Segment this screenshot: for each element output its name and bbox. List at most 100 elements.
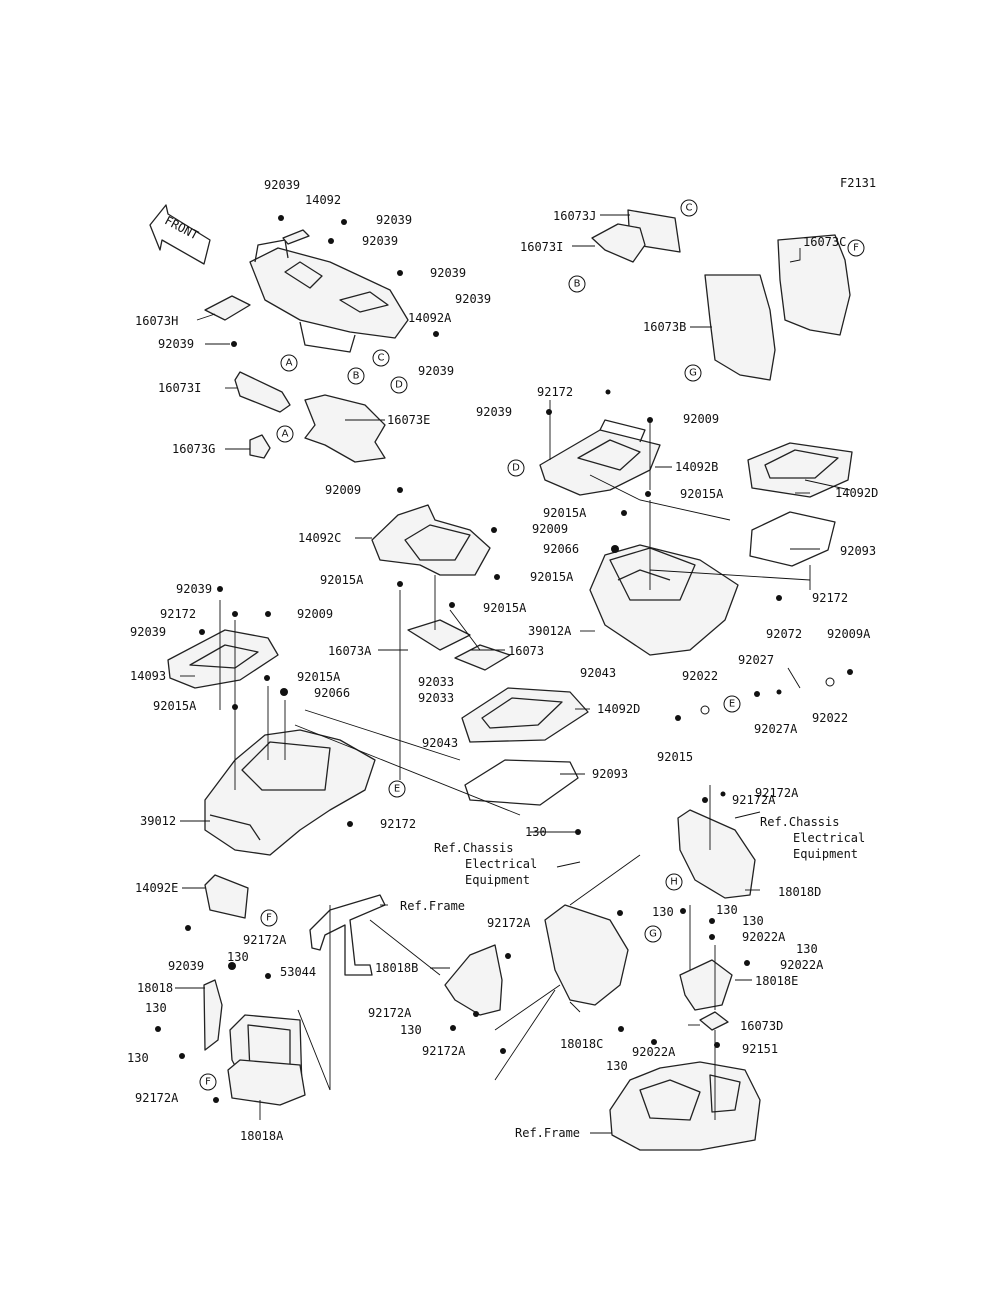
label-92043-b: 92043: [422, 736, 458, 750]
label-14092D-right: 14092D: [835, 486, 878, 500]
label-92022-b: 92022: [812, 711, 848, 725]
callout-G: G: [649, 929, 657, 940]
guard-18018: [203, 979, 223, 1051]
label-92039-g: 92039: [418, 364, 454, 378]
fastener-glyphs: [155, 215, 853, 1103]
label-39012A: 39012A: [528, 624, 572, 638]
label-92015A-a: 92015A: [680, 487, 724, 501]
callout-A-1: A: [286, 358, 293, 369]
seal-16073D: [699, 1011, 729, 1031]
label-92009-b: 92009: [325, 483, 361, 497]
label-92172-top: 92172: [537, 385, 573, 399]
label-92172A-e: 92172A: [368, 1006, 412, 1020]
label-92151: 92151: [742, 1042, 778, 1056]
pad-16073G: [249, 434, 271, 459]
label-92172A-a: 92172A: [732, 793, 776, 807]
label-16073I-left: 16073I: [158, 381, 201, 395]
gasket-92093-right: [749, 511, 836, 567]
label-92009-c: 92009: [532, 522, 568, 536]
bracket-14092: [282, 229, 310, 245]
label-92022A-b: 92022A: [780, 958, 824, 972]
label-92027A: 92027A: [754, 722, 798, 736]
label-130-a: 130: [525, 825, 547, 839]
label-14092A: 14092A: [408, 311, 452, 325]
callout-E-right: E: [729, 699, 735, 710]
label-92039-j: 92039: [130, 625, 166, 639]
label-92033-a: 92033: [418, 675, 454, 689]
guard-18018C: [544, 904, 629, 1006]
label-92172A-d: 92172A: [487, 916, 531, 930]
gasket-92093-center: [464, 759, 579, 806]
label-130-i: 130: [145, 1001, 167, 1015]
mat-16073E: [304, 394, 386, 463]
label-16073B: 16073B: [643, 320, 686, 334]
label-92093-center: 92093: [592, 767, 628, 781]
label-electrical-b: Electrical: [793, 831, 865, 845]
label-ref-frame-a: Ref.Frame: [400, 899, 465, 913]
front-arrow-text: FRONT: [162, 213, 200, 242]
label-92039-c: 92039: [362, 234, 398, 248]
label-92015: 92015: [657, 750, 693, 764]
label-92015A-g: 92015A: [153, 699, 197, 713]
label-ref-frame-b: Ref.Frame: [515, 1126, 580, 1140]
label-92072: 92072: [766, 627, 802, 641]
callout-C-top: C: [686, 203, 693, 214]
label-16073A: 16073A: [328, 644, 372, 658]
guard-18018B: [444, 944, 503, 1016]
label-92015A-c: 92015A: [320, 573, 364, 587]
callout-B-top: B: [574, 279, 581, 290]
bracket-14093: [167, 629, 279, 689]
callout-D: D: [395, 380, 403, 391]
part-labels: 92039 14092 92039 92039 92039 92039 1409…: [127, 178, 878, 1143]
label-equipment-a: Equipment: [465, 873, 530, 887]
label-18018D: 18018D: [778, 885, 821, 899]
guard-18018A: [227, 1059, 306, 1106]
label-92172A-b: 92172A: [755, 786, 799, 800]
label-92066-a: 92066: [543, 542, 579, 556]
callout-F-top: F: [853, 243, 859, 254]
label-130-c: 130: [400, 1023, 422, 1037]
label-92172A-f: 92172A: [422, 1044, 466, 1058]
label-16073E: 16073E: [387, 413, 430, 427]
label-ref-chassis-b: Ref.Chassis: [760, 815, 839, 829]
label-16073J: 16073J: [553, 209, 596, 223]
leader-lines: [175, 214, 851, 1134]
label-92066-b: 92066: [314, 686, 350, 700]
label-92039-f: 92039: [158, 337, 194, 351]
label-130-f: 130: [742, 914, 764, 928]
mat-16073B: [704, 274, 776, 381]
label-14092: 14092: [305, 193, 341, 207]
label-16073D: 16073D: [740, 1019, 783, 1033]
label-18018C: 18018C: [560, 1037, 603, 1051]
label-92039-e: 92039: [455, 292, 491, 306]
guard-18018E: [679, 959, 733, 1011]
label-14092C: 14092C: [298, 531, 341, 545]
label-130-b: 130: [227, 950, 249, 964]
label-16073: 16073: [508, 644, 544, 658]
callout-D-2: D: [512, 463, 520, 474]
label-92172-left: 92172: [160, 607, 196, 621]
callout-E-left: E: [394, 784, 400, 795]
label-39012: 39012: [140, 814, 176, 828]
label-92039-h: 92039: [476, 405, 512, 419]
cover-14092D-right: [747, 442, 853, 498]
label-16073H: 16073H: [135, 314, 178, 328]
callout-F-2: F: [205, 1077, 211, 1088]
label-92043-a: 92043: [580, 666, 616, 680]
label-18018: 18018: [137, 981, 173, 995]
label-16073C: 16073C: [803, 235, 846, 249]
bracket-14092C: [371, 504, 491, 576]
label-18018B: 18018B: [375, 961, 418, 975]
callout-A-2: A: [282, 429, 289, 440]
label-130-h: 130: [606, 1059, 628, 1073]
front-arrow-icon: FRONT: [149, 204, 211, 265]
seal-16073A: [407, 619, 471, 651]
seal-16073H: [204, 295, 251, 321]
label-130-j: 130: [127, 1051, 149, 1065]
label-92022A-c: 92022A: [632, 1045, 676, 1059]
label-ref-chassis-a: Ref.Chassis: [434, 841, 513, 855]
frame-rear-ref: [609, 1061, 761, 1151]
figure-id: F2131: [840, 176, 876, 190]
callout-F-1: F: [266, 913, 272, 924]
